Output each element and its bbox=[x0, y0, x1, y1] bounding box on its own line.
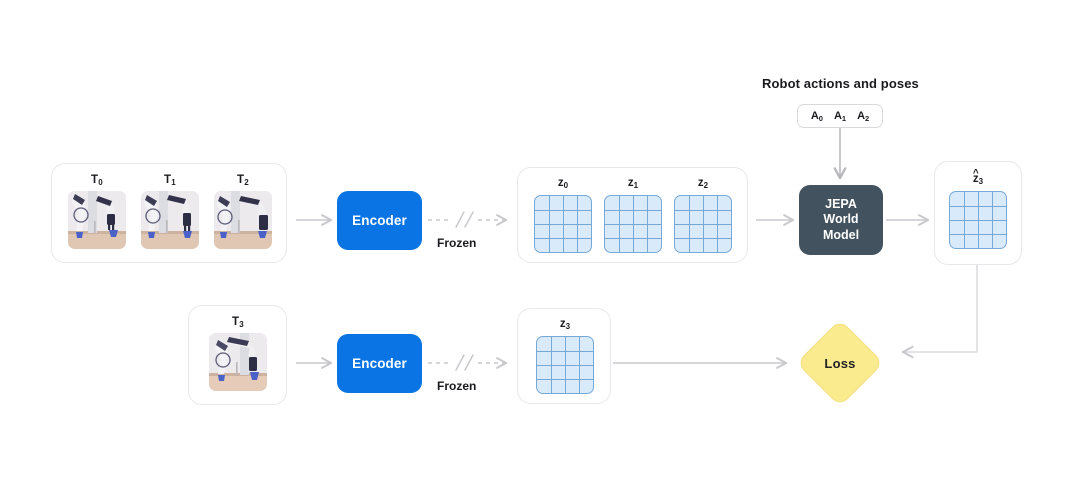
embedding-grid bbox=[534, 194, 592, 253]
frame-item[interactable]: T2 bbox=[214, 174, 272, 249]
embedding-item[interactable]: z2 bbox=[674, 177, 732, 253]
embedding-item[interactable]: z1 bbox=[604, 177, 662, 253]
robot-frame-thumbnail bbox=[209, 332, 267, 391]
frame-label: T3 bbox=[232, 316, 244, 329]
jepa-line-3: Model bbox=[822, 227, 860, 242]
embedding-label: z1 bbox=[627, 177, 639, 190]
action-token: A0 bbox=[810, 110, 823, 123]
robot-frame-thumbnail bbox=[68, 190, 126, 249]
embedding-item-predicted[interactable]: ^ z3 bbox=[949, 168, 1007, 249]
embedding-grid bbox=[949, 190, 1007, 249]
embedding-item[interactable]: z0 bbox=[534, 177, 592, 253]
action-token: A2 bbox=[857, 110, 870, 123]
predicted-embedding-panel: ^ z3 bbox=[934, 161, 1022, 265]
jepa-line-2: World bbox=[823, 212, 859, 227]
frame-item[interactable]: T1 bbox=[141, 174, 199, 249]
loss-node[interactable]: Loss bbox=[796, 319, 884, 407]
action-token: A1 bbox=[833, 110, 847, 123]
robot-frame-thumbnail bbox=[141, 190, 199, 249]
frame-item[interactable]: T0 bbox=[68, 174, 126, 249]
embedding-grid bbox=[536, 335, 594, 394]
actions-pill[interactable]: A0 A1 A2 bbox=[797, 104, 883, 128]
frozen-label-top: Frozen bbox=[437, 236, 477, 250]
embeddings-panel-bottom: z3 bbox=[517, 308, 611, 404]
encoder-block-top[interactable]: Encoder bbox=[337, 191, 422, 250]
embedding-grid bbox=[674, 194, 732, 253]
frame-item[interactable]: T3 bbox=[209, 316, 267, 391]
embedding-grid bbox=[604, 194, 662, 253]
embedding-label-predicted: ^ z3 bbox=[972, 168, 984, 186]
loss-label: Loss bbox=[824, 355, 856, 371]
frozen-label-bottom: Frozen bbox=[437, 379, 477, 393]
embedding-label: z2 bbox=[697, 177, 709, 190]
frame-label: T2 bbox=[237, 174, 249, 187]
encoder-block-bottom[interactable]: Encoder bbox=[337, 334, 422, 393]
frame-label: T0 bbox=[91, 174, 103, 187]
embedding-label: z3 bbox=[559, 318, 571, 331]
embedding-item[interactable]: z3 bbox=[536, 318, 594, 394]
input-frames-panel-top: T0 bbox=[51, 163, 287, 263]
frame-label: T1 bbox=[164, 174, 176, 187]
robot-frame-thumbnail bbox=[214, 190, 272, 249]
embeddings-panel-top: z0 z1 z2 bbox=[517, 167, 748, 263]
jepa-world-model-block[interactable]: JEPA World Model bbox=[799, 185, 883, 255]
hat-accent: ^ bbox=[972, 168, 979, 179]
embedding-label: z0 bbox=[557, 177, 569, 190]
input-frames-panel-bottom: T3 bbox=[188, 305, 287, 405]
jepa-line-1: JEPA bbox=[825, 197, 857, 212]
actions-caption: Robot actions and poses bbox=[762, 76, 919, 91]
